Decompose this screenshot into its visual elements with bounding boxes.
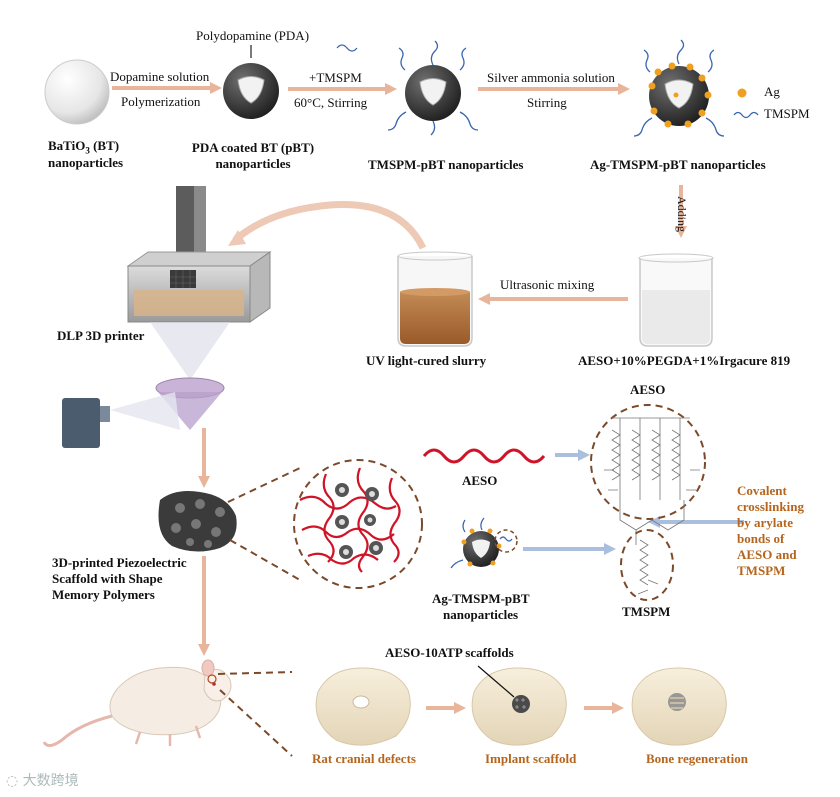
particle-label-line2: nanoparticles (443, 607, 519, 622)
regen-label: Bone regeneration (646, 751, 748, 766)
slurry-label: UV light-cured slurry (366, 353, 487, 368)
step3-bottom: Stirring (527, 95, 567, 110)
crosslink-line1: Covalent (737, 483, 787, 498)
pbt-label-line2: nanoparticles (215, 156, 291, 171)
pbt-nanoparticle (223, 63, 279, 119)
zoom-lines (227, 467, 301, 581)
ag-tmspm-pbt-small (450, 517, 518, 569)
bottom-row-arrows (426, 702, 624, 714)
step2-top: +TMSPM (309, 70, 362, 85)
tmspm-legend-wave (733, 111, 759, 119)
bone-regeneration (631, 667, 727, 746)
dlp-printer (62, 186, 272, 448)
tmspm-step-wave (336, 44, 358, 52)
bt-label: BaTiO3 (BT) (48, 138, 120, 156)
step2-bottom: 60°C, Stirring (294, 95, 368, 110)
bone-defect (315, 667, 411, 746)
step3-top: Silver ammonia solution (487, 70, 615, 85)
printer-label: DLP 3D printer (57, 328, 145, 343)
scaffold-callout: AESO-10ATP scaffolds (385, 645, 514, 660)
crosslink-line6: TMSPM (737, 563, 786, 578)
bone-implant (471, 665, 567, 746)
printed-scaffold (158, 491, 237, 552)
blue-arrows (523, 449, 744, 555)
left-column-arrows (198, 428, 210, 656)
legend-tmspm-label: TMSPM (764, 106, 810, 121)
crosslink-line4: bonds of (737, 531, 785, 546)
curved-return-arrow (232, 201, 427, 250)
pbt-label: PDA coated BT (pBT) (191, 140, 315, 155)
aeso-structure-label: AESO (630, 382, 666, 397)
implant-label: Implant scaffold (485, 751, 577, 766)
polymer-network (293, 459, 423, 589)
adding-label: Adding (675, 196, 689, 232)
step1-top: Dopamine solution (110, 69, 210, 84)
aeso-structure (590, 404, 706, 545)
tmspm-structure-label: TMSPM (622, 604, 671, 619)
resin-beaker (638, 253, 714, 347)
ag-tmspm-pbt-nanoparticle (633, 39, 725, 137)
rat (42, 659, 232, 747)
crosslink-line3: by arylate (737, 515, 793, 530)
ultrasonic-label: Ultrasonic mixing (500, 277, 595, 292)
bt-nanoparticle (44, 59, 110, 125)
ag-legend-dot (737, 88, 747, 98)
resin-label: AESO+10%PEGDA+1%Irgacure 819 (578, 353, 791, 368)
tmspm-structure (620, 529, 674, 601)
rat-zoom-lines (217, 671, 293, 757)
watermark-logo: ◌ 大数跨境 (6, 773, 79, 789)
slurry-beaker (397, 251, 473, 347)
pda-label: Polydopamine (PDA) (196, 28, 310, 43)
tmspm-pbt-label: TMSPM-pBT nanoparticles (368, 157, 524, 172)
aeso-chain-label: AESO (462, 473, 498, 488)
bt-label-line2: nanoparticles (48, 155, 124, 170)
step1-bottom: Polymerization (121, 94, 201, 109)
scaffold-label-line1: 3D-printed Piezoelectric (52, 555, 187, 570)
aeso-chain (422, 448, 546, 464)
legend-ag-label: Ag (764, 84, 780, 99)
crosslink-line5: AESO and (737, 547, 797, 562)
top-row-arrows (112, 82, 687, 305)
crosslink-line2: crosslinking (737, 499, 804, 514)
scaffold-label-line2: Scaffold with Shape (52, 571, 163, 586)
particle-label-line1: Ag-TMSPM-pBT (432, 591, 530, 606)
ag-pbt-label: Ag-TMSPM-pBT nanoparticles (590, 157, 766, 172)
curved-arrow-head (228, 230, 246, 246)
tmspm-pbt-nanoparticle (387, 40, 479, 136)
defect-label: Rat cranial defects (312, 751, 416, 766)
scaffold-label-line3: Memory Polymers (52, 587, 155, 602)
